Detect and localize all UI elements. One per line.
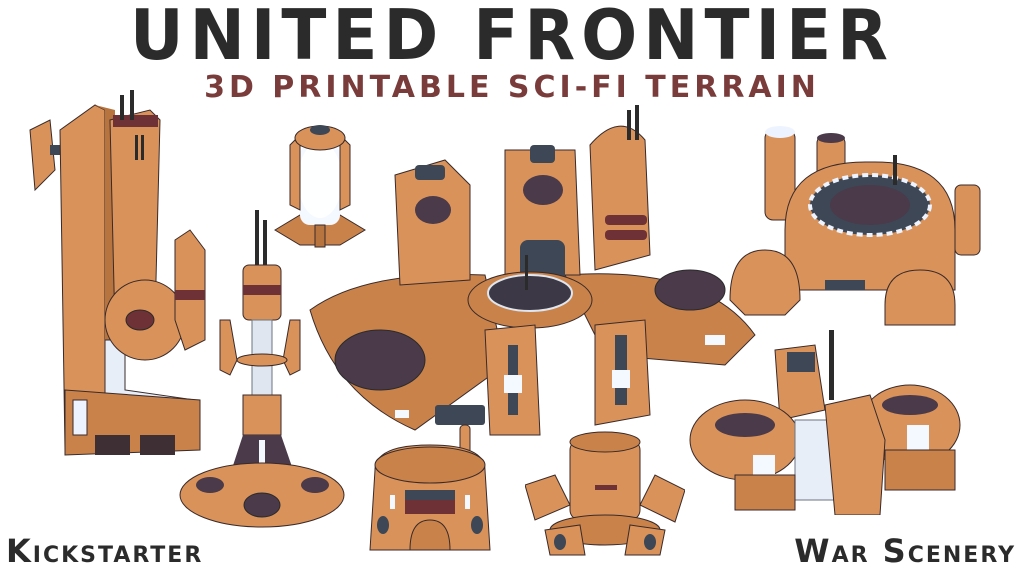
war-scenery-label: War Scenery: [794, 532, 1016, 570]
terrain-tall-tower: [25, 90, 215, 460]
terrain-antenna-spire: [175, 210, 345, 530]
kickstarter-label: Kickstarter: [6, 532, 204, 570]
banner-title: UNITED FRONTIER: [130, 0, 894, 76]
terrain-round-bunker: [365, 420, 495, 560]
terrain-twin-pod-reactor: [685, 330, 965, 515]
terrain-domed-habitat: [725, 120, 985, 335]
terrain-central-hub: [305, 105, 760, 450]
banner-subtitle: 3D PRINTABLE SCI-FI TERRAIN: [204, 70, 820, 105]
terrain-cylindrical-turret: [525, 430, 685, 560]
terrain-energy-pylon: [270, 120, 370, 255]
